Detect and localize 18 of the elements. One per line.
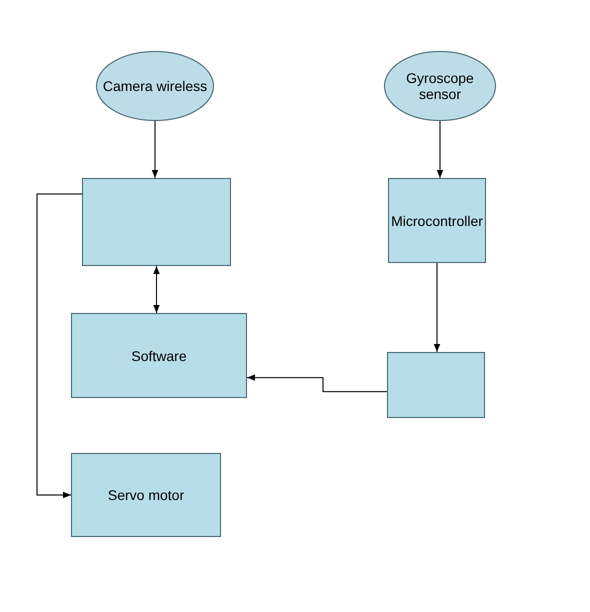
node-label: Microcontroller <box>390 212 484 228</box>
arrow <box>434 262 440 352</box>
node-label: Gyroscope sensor <box>405 70 475 102</box>
ellipse-node <box>96 51 214 121</box>
process-box <box>71 453 221 537</box>
arrow <box>153 266 160 314</box>
arrow <box>152 120 158 178</box>
node-label: Camera wireless <box>102 78 208 94</box>
arrow <box>36 194 82 498</box>
ellipse-node <box>384 51 496 121</box>
arrow <box>436 120 444 178</box>
process-box <box>71 313 247 398</box>
arrow <box>246 374 388 392</box>
process-box <box>82 178 231 266</box>
node-label: Servo motor <box>106 487 186 503</box>
process-box <box>388 178 486 263</box>
process-box <box>387 352 485 418</box>
node-label: Software <box>130 348 188 364</box>
